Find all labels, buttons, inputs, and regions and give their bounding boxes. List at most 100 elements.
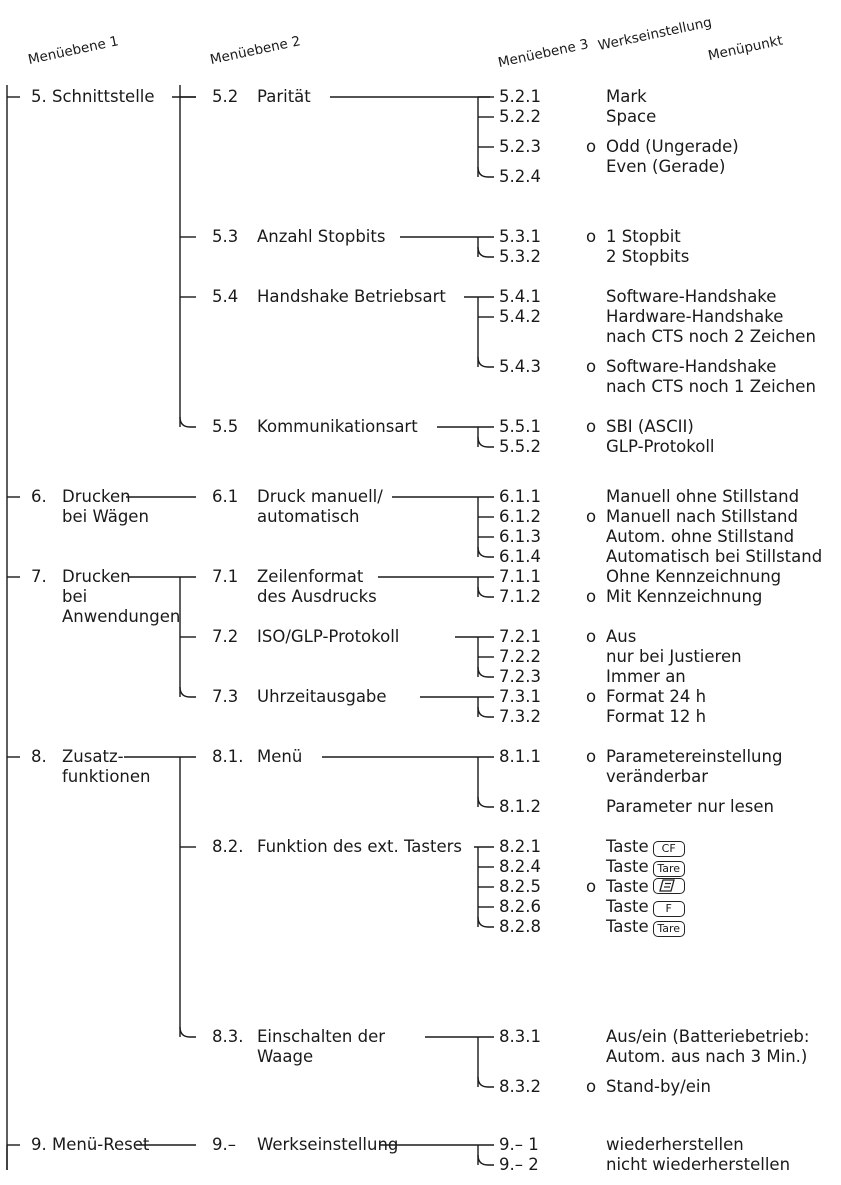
item-label: Automatisch bei Stillstand — [606, 547, 823, 566]
l2-8-2-label: Funktion des ext. Tasters — [257, 837, 463, 856]
item-label: nach CTS noch 2 Zeichen — [606, 327, 816, 346]
l3-8-2-1-num: 8.2.1 — [499, 837, 541, 856]
l2-5-4-num: 5.4 — [212, 287, 239, 306]
item-label: Manuell nach Stillstand — [606, 507, 798, 526]
l2-7-1-label1: Zeilenformat — [257, 567, 364, 586]
l1-7-num: 7. — [31, 567, 47, 586]
l3-8-1-2-num: 8.1.2 — [499, 797, 541, 816]
l3-9-2-num: 9.– 2 — [499, 1155, 539, 1174]
l3-5-4-1-num: 5.4.1 — [499, 287, 541, 306]
item-label: Taste — [606, 837, 649, 856]
l2-5-2-num: 5.2 — [212, 87, 239, 106]
l2-9-label: Werkseinstellung — [257, 1135, 399, 1154]
item-label: Aus — [606, 627, 637, 646]
l3-9-1-num: 9.– 1 — [499, 1135, 539, 1154]
l3-6-1-1-num: 6.1.1 — [499, 487, 541, 506]
item-label: veränderbar — [606, 767, 709, 786]
item-label: Software-Handshake — [606, 287, 777, 306]
item-label: Mit Kennzeichnung — [606, 587, 763, 606]
default-marker: o — [586, 747, 597, 766]
default-marker: o — [586, 137, 597, 156]
l2-5-5-num: 5.5 — [212, 417, 239, 436]
l1-8-num: 8. — [31, 747, 47, 766]
l1-7-label2: bei — [62, 587, 88, 606]
l2-7-3-num: 7.3 — [212, 687, 239, 706]
l3-8-1-1-num: 8.1.1 — [499, 747, 541, 766]
l2-8-1-num: 8.1. — [212, 747, 244, 766]
item-label: Stand-by/ein — [606, 1077, 711, 1096]
item-label: Aus/ein (Batteriebetrieb: — [606, 1027, 810, 1046]
item-label: 1 Stopbit — [606, 227, 681, 246]
l2-7-2-label: ISO/GLP-Protokoll — [257, 627, 400, 646]
l3-8-3-2-num: 8.3.2 — [499, 1077, 541, 1096]
item-label: SBI (ASCII) — [606, 417, 694, 436]
l3-5-2-3-num: 5.2.3 — [499, 137, 541, 156]
item-label: Parameter nur lesen — [606, 797, 774, 816]
l3-5-2-2-num: 5.2.2 — [499, 107, 541, 126]
l2-5-4-label: Handshake Betriebsart — [257, 287, 446, 306]
item-label: wiederherstellen — [606, 1135, 744, 1154]
l3-5-3-1-num: 5.3.1 — [499, 227, 541, 246]
l2-7-3-label: Uhrzeitausgabe — [257, 687, 387, 706]
l3-5-5-1-num: 5.5.1 — [499, 417, 541, 436]
item-label: Immer an — [606, 667, 686, 686]
l3-5-5-2-num: 5.5.2 — [499, 437, 541, 456]
tare-key-icon: Tare — [652, 921, 685, 937]
print-key-icon — [652, 878, 685, 894]
tare-key-icon: Tare — [652, 861, 685, 877]
l2-8-2-num: 8.2. — [212, 837, 244, 856]
l2-7-1-label2: des Ausdrucks — [257, 587, 377, 606]
l2-8-1-label: Menü — [257, 747, 303, 766]
l3-6-1-3-num: 6.1.3 — [499, 527, 541, 546]
l3-8-2-4-num: 8.2.4 — [499, 857, 541, 876]
default-marker: o — [586, 227, 597, 246]
l3-6-1-2-num: 6.1.2 — [499, 507, 541, 526]
l1-5-num: 5. — [31, 87, 47, 106]
item-label: nicht wiederherstellen — [606, 1155, 791, 1174]
l3-5-4-3-num: 5.4.3 — [499, 357, 541, 376]
item-label: Format 24 h — [606, 687, 707, 706]
l2-8-3-label1: Einschalten der — [257, 1027, 386, 1046]
l3-5-2-1-num: 5.2.1 — [499, 87, 541, 106]
l1-8-label2: funktionen — [62, 767, 151, 786]
l1-8-label1: Zusatz- — [62, 747, 124, 766]
l2-9-num: 9.– — [212, 1135, 236, 1154]
item-label: GLP-Protokoll — [606, 437, 715, 456]
l3-8-2-8-num: 8.2.8 — [499, 917, 541, 936]
default-marker: o — [586, 357, 597, 376]
l2-6-1-label2: automatisch — [257, 507, 360, 526]
default-marker: o — [586, 1077, 597, 1096]
item-label: nur bei Justieren — [606, 647, 742, 666]
print-key-icon — [658, 879, 675, 892]
default-marker: o — [586, 507, 597, 526]
l3-7-2-1-num: 7.2.1 — [499, 627, 541, 646]
item-label: Mark — [606, 87, 647, 106]
item-label: Taste — [606, 917, 649, 936]
item-label: nach CTS noch 1 Zeichen — [606, 377, 816, 396]
item-label: Software-Handshake — [606, 357, 777, 376]
l3-7-1-2-num: 7.1.2 — [499, 587, 541, 606]
item-label: 2 Stopbits — [606, 247, 690, 266]
f-key-icon: F — [652, 901, 685, 917]
default-marker: o — [586, 587, 597, 606]
l3-5-2-4-num: 5.2.4 — [499, 167, 541, 186]
l1-7-label3: Anwendungen — [62, 607, 181, 626]
l1-6-label1: Drucken — [62, 487, 131, 506]
l3-7-3-2-num: 7.3.2 — [499, 707, 541, 726]
l3-8-2-5-num: 8.2.5 — [499, 877, 541, 896]
l2-8-3-label2: Waage — [257, 1047, 314, 1066]
l2-6-1-num: 6.1 — [212, 487, 239, 506]
item-label: Autom. ohne Stillstand — [606, 527, 795, 546]
item-label: Taste — [606, 857, 649, 876]
item-label: Space — [606, 107, 657, 126]
l3-8-2-6-num: 8.2.6 — [499, 897, 541, 916]
l3-6-1-4-num: 6.1.4 — [499, 547, 541, 566]
l3-7-1-1-num: 7.1.1 — [499, 567, 541, 586]
default-marker: o — [586, 687, 597, 706]
item-label: Taste — [606, 877, 649, 896]
